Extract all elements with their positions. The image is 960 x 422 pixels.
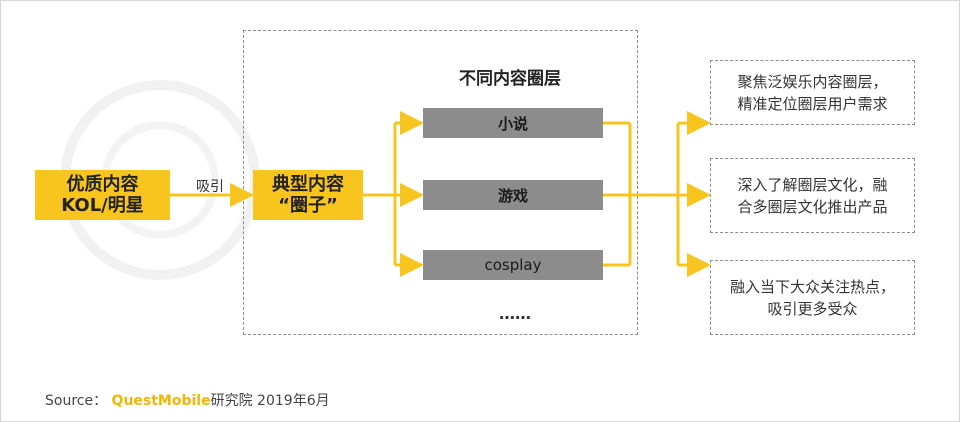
quality-content-line1: 优质内容	[66, 174, 139, 195]
outcome-1-line2: 精准定位圈层用户需求	[737, 94, 888, 113]
typical-circle-line2: “圈子”	[278, 195, 338, 216]
outcome-box-3: 融入当下大众关注热点， 吸引更多受众	[710, 260, 915, 335]
attract-label: 吸引	[196, 179, 224, 195]
quality-content-line2: KOL/明星	[61, 195, 144, 216]
category-box-novel: 小说	[423, 108, 603, 138]
outcome-2-line1: 深入了解圈层文化，融	[737, 175, 888, 194]
quality-content-box: 优质内容 KOL/明星	[35, 170, 170, 220]
source-brand: QuestMobile	[111, 393, 211, 409]
group-title: 不同内容圈层	[459, 69, 561, 89]
category-box-cosplay: cosplay	[423, 250, 603, 280]
outcome-3-line2: 吸引更多受众	[767, 299, 858, 318]
source-suffix: 研究院 2019年6月	[210, 393, 330, 409]
more-ellipsis: ……	[499, 304, 531, 323]
content-group-container	[243, 30, 638, 335]
typical-circle-box: 典型内容 “圈子”	[253, 170, 363, 220]
source-prefix: Source：	[45, 393, 108, 409]
outcome-1-line1: 聚焦泛娱乐内容圈层，	[737, 72, 888, 91]
outcome-box-2: 深入了解圈层文化，融 合多圈层文化推出产品	[710, 158, 915, 233]
outcome-box-1: 聚焦泛娱乐内容圈层， 精准定位圈层用户需求	[710, 60, 915, 125]
category-box-game: 游戏	[423, 180, 603, 210]
outcome-3-line1: 融入当下大众关注热点，	[729, 277, 895, 296]
source-footer: Source： QuestMobile研究院 2019年6月	[45, 390, 445, 410]
outcome-2-line2: 合多圈层文化推出产品	[737, 197, 888, 216]
typical-circle-line1: 典型内容	[272, 174, 344, 195]
